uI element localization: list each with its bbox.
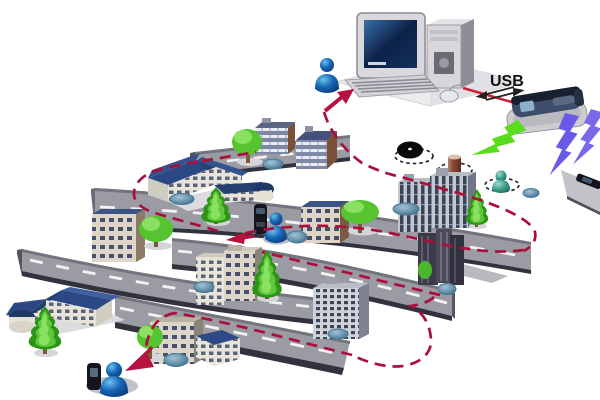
svg-text:USB: USB <box>490 73 524 90</box>
